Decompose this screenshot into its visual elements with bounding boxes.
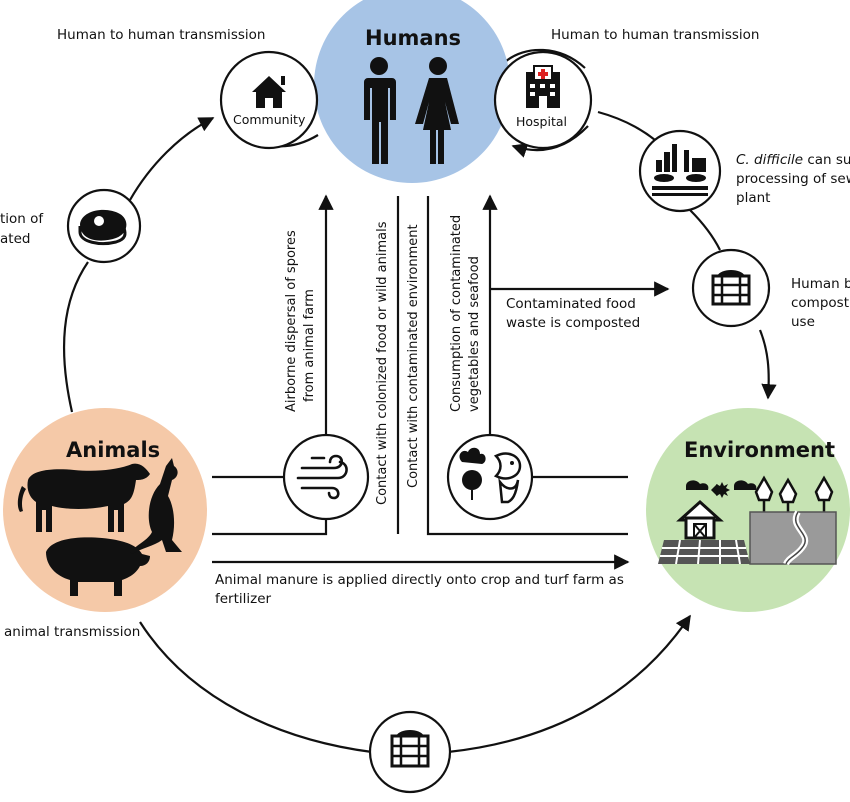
contact-env-label: Contact with contaminated environment <box>406 224 421 488</box>
airborne-label-line2: from animal farm <box>302 289 317 402</box>
arc-meat-to-community <box>129 117 215 201</box>
consumption-label-line2: vegetables and seafood <box>467 256 482 412</box>
kangaroo-icon <box>130 458 182 554</box>
h2h-right-label: Human to human transmission <box>551 27 760 43</box>
woman-icon <box>415 57 459 164</box>
arc-sewage-to-compost <box>689 209 721 251</box>
manure-label-line2: fertilizer <box>215 591 272 607</box>
arc-compost-to-environment <box>758 329 777 400</box>
sewage-italic: C. difficile <box>736 152 804 168</box>
compost-bin-icon <box>390 730 430 768</box>
hospital-label: Hospital <box>516 114 568 129</box>
compost-label-line1: Human b <box>791 276 850 292</box>
contact-food-label: Contact with colonized food or wild anim… <box>375 221 390 505</box>
a2a-label: animal transmission <box>4 624 141 640</box>
community-node <box>219 50 319 150</box>
airborne-label-line1: Airborne dispersal of spores <box>284 230 299 412</box>
line-contact-env <box>426 196 628 536</box>
wind-icon <box>296 454 348 500</box>
arc-animals-to-bottom-bin <box>139 621 373 754</box>
cow-icon <box>17 463 151 532</box>
food-waste-label-line1: Contaminated food <box>506 296 636 312</box>
arc-hospital-to-sewage <box>597 110 656 141</box>
manure-label-line1: Animal manure is applied directly onto c… <box>215 572 624 588</box>
compost-label-line3: use <box>791 314 815 330</box>
sewage-label-line2: processing of sew <box>736 171 850 187</box>
line-airborne <box>212 194 334 536</box>
compost-label-line2: compost <box>791 295 849 311</box>
environment-title: Environment <box>684 438 836 462</box>
community-label: Community <box>233 112 306 127</box>
animals-title: Animals <box>66 438 161 462</box>
arc-hospital-to-humans <box>511 125 589 158</box>
h2h-left-label: Human to human transmission <box>57 27 266 43</box>
consumption-label-line1: Consumption of contaminated <box>449 214 464 412</box>
meat-icon <box>78 209 127 246</box>
pig-icon <box>46 537 150 596</box>
house-icon <box>252 76 286 108</box>
arc-bottom-bin-to-environment <box>447 614 691 754</box>
sewage-node <box>638 129 722 213</box>
factory-icon <box>652 144 708 196</box>
sewage-label-line1: C. difficile can sur <box>736 152 850 169</box>
food-waste-label-line2: waste is composted <box>506 315 641 331</box>
vegetable-fish-icon <box>459 447 522 504</box>
meat-label-line2: ated <box>0 231 31 247</box>
veg-fish-node <box>446 433 534 521</box>
sewage-label-line3: plant <box>736 190 771 206</box>
humans-node <box>314 0 510 183</box>
man-icon <box>364 57 396 164</box>
sewage-label-rest: can sur <box>807 152 850 168</box>
humans-title: Humans <box>365 26 462 50</box>
meat-label-line1: tion of <box>0 211 44 227</box>
arc-humans-to-hospital <box>504 48 586 69</box>
compost-bin-icon <box>711 270 751 306</box>
hospital-icon <box>526 65 560 108</box>
river-icon <box>749 475 837 566</box>
arc-animals-to-meat <box>62 261 89 413</box>
farm-icon <box>658 480 757 565</box>
